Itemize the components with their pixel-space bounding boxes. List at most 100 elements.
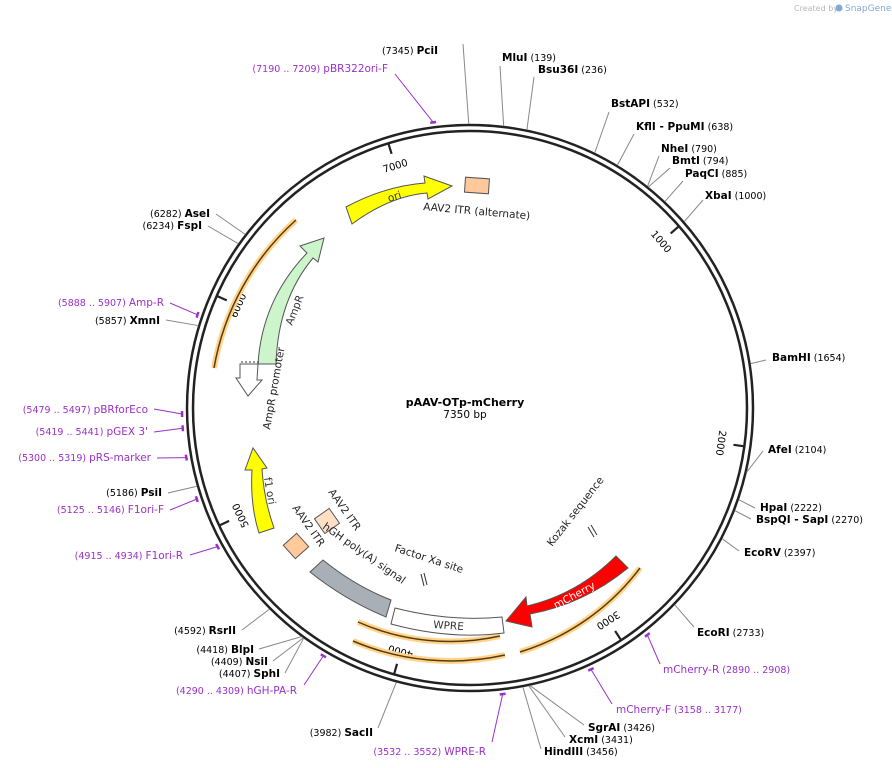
enzyme-leader-line <box>647 155 660 187</box>
orf-arcs <box>211 217 643 664</box>
primer-site[interactable]: mCherry-F (3158 .. 3177) <box>616 704 742 716</box>
primer-site[interactable]: (4290 .. 4309) hGH-PA-R <box>176 685 297 697</box>
primer-site[interactable]: (5479 .. 5497) pBRforEco <box>23 404 148 416</box>
feature-kozak[interactable]: Kozak sequence <box>545 475 607 549</box>
enzyme-leader-line <box>746 450 764 473</box>
enzyme-leader-line <box>664 180 684 202</box>
primer-mark <box>184 454 189 461</box>
tick-mark <box>217 295 228 302</box>
feature-label-kozak: Kozak sequence <box>545 475 607 549</box>
primer-mark <box>320 653 327 659</box>
enzyme-site[interactable]: XcmI (3431) <box>569 734 633 746</box>
enzyme-site[interactable]: (6234) FspI <box>143 220 202 232</box>
tick-label: 5000 <box>231 501 252 529</box>
primer-leader-line <box>394 73 434 123</box>
primer-leader-line <box>303 655 324 686</box>
primer-leader-line <box>590 669 613 705</box>
feature-label-factor-xa: Factor Xa site <box>393 542 465 575</box>
enzyme-leader-line <box>215 213 246 235</box>
feature-wpre[interactable]: WPRE <box>390 607 505 636</box>
snapgene-logo-icon <box>835 4 843 12</box>
enzyme-leader-line <box>207 225 239 245</box>
feature-itr-left[interactable]: AAV2 ITR <box>282 503 327 560</box>
enzyme-site[interactable]: BmtI (794) <box>672 155 728 167</box>
primer-mark <box>587 666 595 672</box>
enzyme-site[interactable]: Bsu36I (236) <box>538 64 607 76</box>
enzyme-leader-line <box>528 685 566 738</box>
feature-itr-right[interactable]: AAV2 ITR <box>313 487 363 535</box>
enzyme-leader-line <box>674 604 695 628</box>
enzyme-site[interactable]: (5186) PsiI <box>106 487 162 499</box>
enzyme-site[interactable]: NheI (790) <box>661 143 717 155</box>
primer-site[interactable]: (5125 .. 5146) F1ori-F <box>57 504 164 516</box>
enzyme-leader-line <box>167 485 198 494</box>
enzyme-leader-line <box>284 637 305 674</box>
tick-label: 1000 <box>648 229 673 255</box>
primer-site[interactable]: (5419 .. 5441) pGEX 3' <box>36 426 148 438</box>
primer-leader-line <box>646 634 661 665</box>
backbone-inner <box>191 129 749 687</box>
tick-label: 7000 <box>382 158 410 176</box>
enzyme-leader-line <box>258 636 302 650</box>
enzyme-site[interactable]: XbaI (1000) <box>705 190 766 202</box>
feature-label-ori: ori <box>386 189 403 205</box>
feature-label-itr-alternate: AAV2 ITR (alternate) <box>423 201 531 222</box>
primer-mark <box>430 120 437 124</box>
enzyme-site[interactable]: EcoRI (2733) <box>697 627 764 639</box>
enzyme-site[interactable]: BspQI - SapI (2270) <box>756 514 863 526</box>
enzyme-leader-line <box>462 43 470 125</box>
primer-leader-line <box>189 546 218 556</box>
tick-label: 2000 <box>713 430 727 457</box>
enzyme-site[interactable]: (5857) XmnI <box>95 315 160 327</box>
feature-f1-ori[interactable]: f1 ori <box>244 446 278 534</box>
primer-site[interactable]: mCherry-R (2890 .. 2908) <box>663 664 790 676</box>
enzyme-site[interactable]: AfeI (2104) <box>768 444 826 456</box>
primer-site[interactable]: (5888 .. 5907) Amp-R <box>58 297 164 309</box>
enzyme-site[interactable]: MluI (139) <box>502 52 556 64</box>
enzyme-site[interactable]: HpaI (2222) <box>760 502 822 514</box>
feature-ampr[interactable]: AmpR <box>257 237 325 365</box>
credit-prefix: Created by <box>794 4 838 13</box>
enzyme-site[interactable]: (4592) RsrII <box>174 625 236 637</box>
enzyme-site[interactable]: BamHI (1654) <box>772 352 845 364</box>
enzyme-site[interactable]: BstAPI (532) <box>611 98 679 110</box>
enzyme-leader-line <box>241 608 270 631</box>
enzyme-site[interactable]: HindIII (3456) <box>544 746 618 758</box>
enzyme-leader-line <box>738 499 756 509</box>
plasmid-name: pAAV-OTp-mCherry <box>406 396 525 409</box>
enzyme-leader-line <box>594 111 610 154</box>
enzyme-site[interactable]: EcoRV (2397) <box>744 547 815 559</box>
enzyme-site[interactable]: (7345) PciI <box>382 45 438 57</box>
enzyme-site[interactable]: (6282) AseI <box>150 208 210 220</box>
primer-site[interactable]: (5300 .. 5319) pRS-marker <box>18 452 151 464</box>
credit-brand: SnapGene <box>845 4 892 14</box>
enzyme-leader-line <box>721 538 740 552</box>
primer-leader-line <box>491 694 504 743</box>
enzyme-site[interactable]: (4409) NsiI <box>211 656 268 668</box>
tick-mark <box>614 630 622 640</box>
enzyme-site[interactable]: (3982) SacII <box>310 727 373 739</box>
primer-site[interactable]: (7190 .. 7209) pBR322ori-F <box>252 63 388 75</box>
enzyme-site[interactable]: KflI - PpuMI (638) <box>636 121 733 133</box>
feature-hgh-polya[interactable]: hGH poly(A) signal <box>309 521 407 618</box>
enzyme-site[interactable]: (4418) BlpI <box>196 644 254 656</box>
primer-site[interactable]: (3532 .. 3552) WPRE-R <box>373 746 486 758</box>
enzyme-site[interactable]: (4407) SphI <box>219 668 280 680</box>
enzyme-leader-line <box>526 76 535 130</box>
enzyme-site[interactable]: SgrAI (3426) <box>588 722 655 734</box>
feature-ori[interactable]: ori <box>345 175 454 225</box>
backbone-outer <box>185 123 755 693</box>
enzyme-leader-line <box>522 686 542 750</box>
primer-mark <box>644 632 651 638</box>
primer-mark <box>195 311 200 319</box>
enzyme-site[interactable]: PaqCI (885) <box>685 168 747 180</box>
tick-mark <box>393 663 399 674</box>
primer-site[interactable]: (4915 .. 4934) F1ori-R <box>75 550 183 562</box>
enzyme-leader-line <box>272 637 304 662</box>
restriction-sites: (7345) PciI MluI (139)Bsu36I (236) BstAPI … <box>95 43 863 758</box>
primer-mark <box>215 543 221 550</box>
enzyme-leader-line <box>616 133 635 166</box>
primer-mark <box>194 495 199 503</box>
tick-mark <box>387 143 393 155</box>
